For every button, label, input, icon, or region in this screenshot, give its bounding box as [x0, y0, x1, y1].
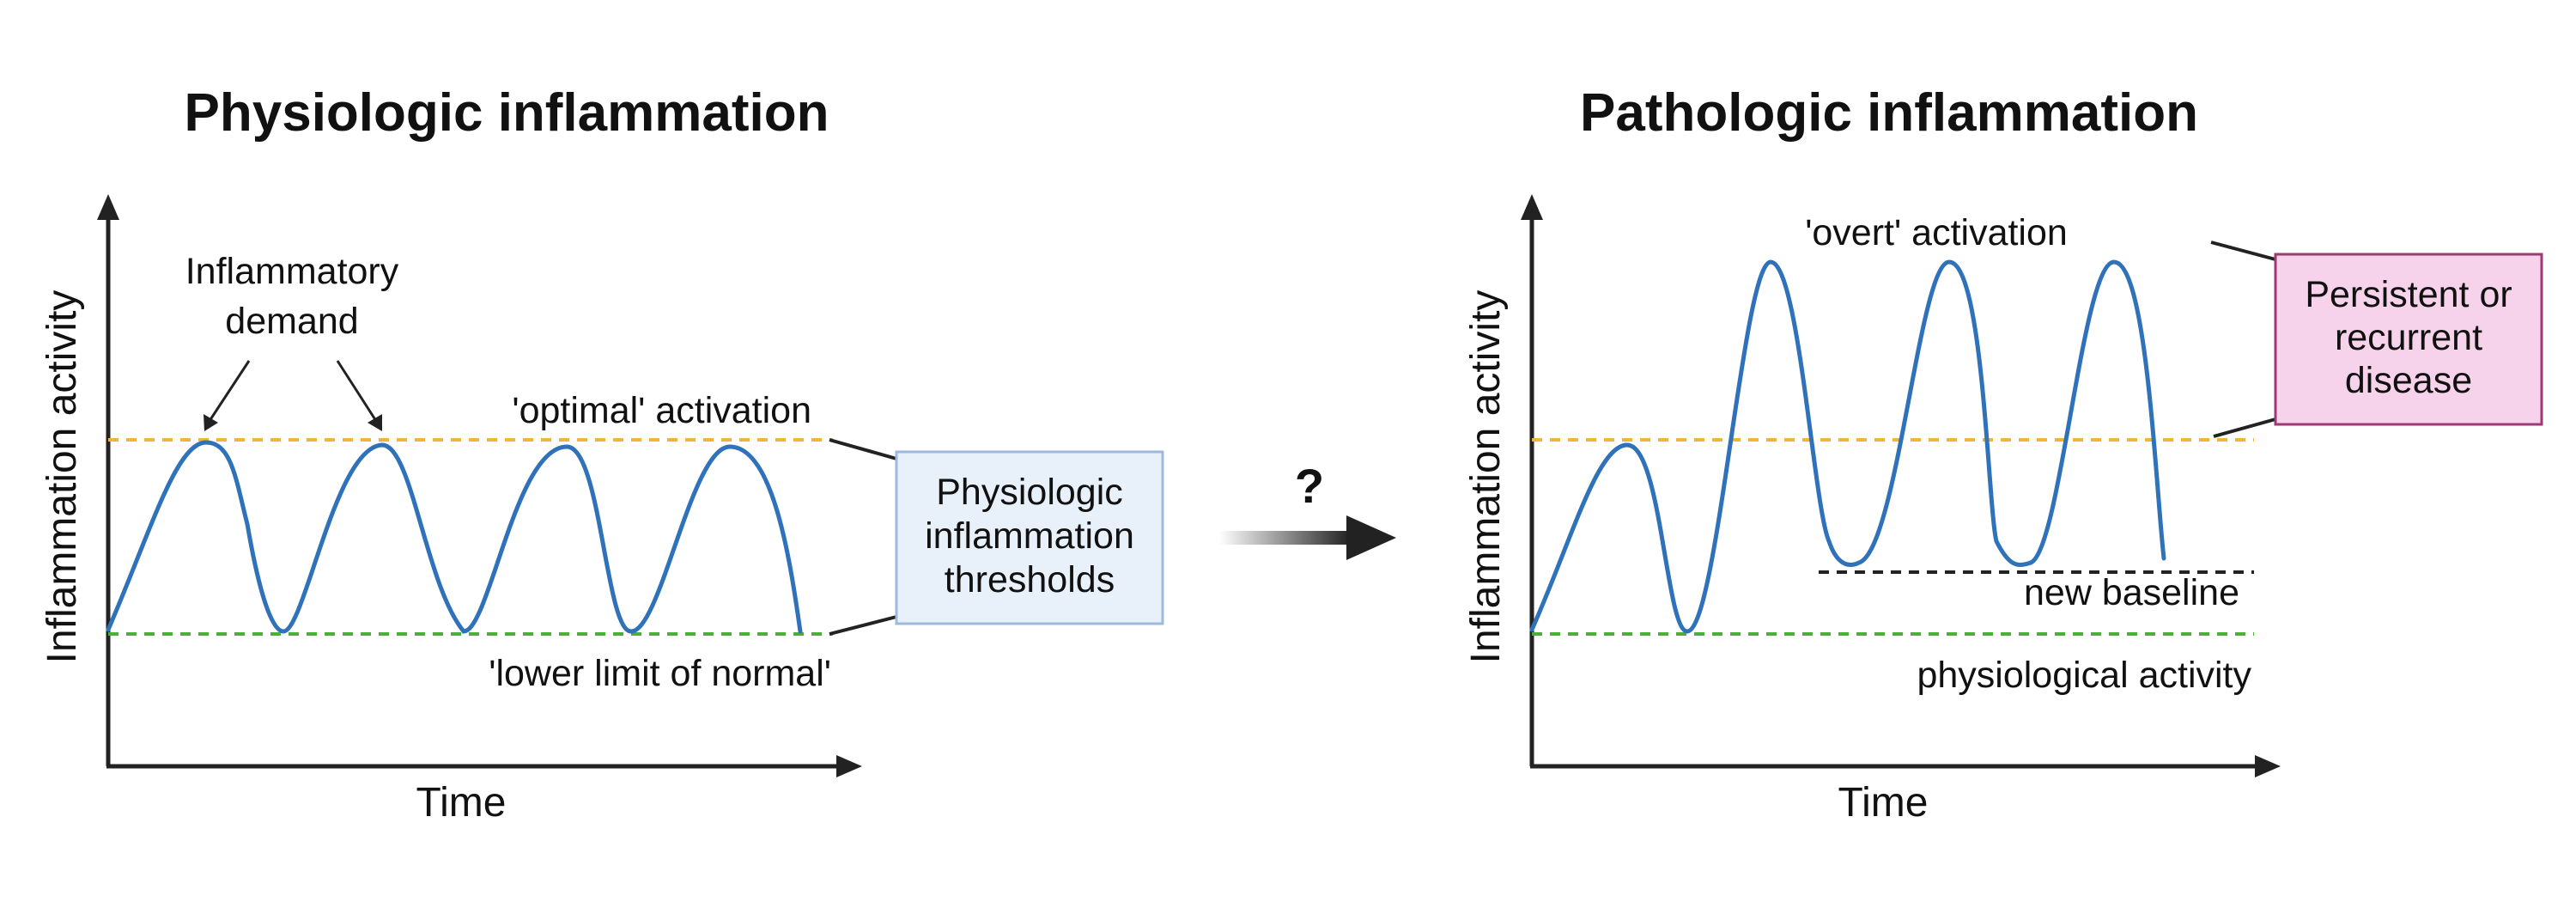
question-mark: ?	[1295, 459, 1324, 513]
persistent-disease-box	[2274, 253, 2543, 426]
right-x-axis-arrowhead	[2255, 755, 2281, 777]
right-y-axis-label: Inflammation activity	[1463, 290, 1509, 664]
threshold-connector-upper	[829, 438, 897, 460]
physiologic-curve	[106, 440, 803, 634]
left-panel: Physiologic inflammation Inflammation ac…	[39, 83, 1164, 826]
right-y-axis-arrowhead	[1521, 194, 1543, 220]
left-x-axis-label: Time	[416, 780, 507, 826]
left-panel-title: Physiologic inflammation	[185, 83, 829, 143]
left-y-axis-arrowhead	[97, 194, 119, 220]
threshold-connector-lower	[829, 615, 897, 636]
new-baseline-label: new baseline	[2024, 572, 2239, 613]
pathologic-curve	[1529, 259, 2166, 634]
physiologic-thresholds-box-line2: inflammation	[925, 515, 1134, 557]
inflammatory-demand-label-line1: Inflammatory	[185, 251, 399, 292]
physiologic-thresholds-box-line3: thresholds	[945, 559, 1115, 600]
persistent-disease-box-line1: Persistent or	[2305, 274, 2512, 315]
persistent-disease-box-line3: disease	[2345, 360, 2472, 401]
physiologic-thresholds-box	[895, 450, 1164, 625]
right-x-axis-label: Time	[1838, 780, 1929, 826]
demand-pointer-1	[208, 360, 251, 422]
right-panel: Pathologic inflammation Inflammation act…	[1463, 83, 2543, 826]
right-axes	[1521, 194, 2281, 777]
disease-connector-upper	[2210, 241, 2276, 261]
transition-arrow-shaft	[1219, 531, 1350, 545]
physiologic-thresholds-box-line1: Physiologic	[936, 472, 1123, 513]
inflammatory-demand-label-line2: demand	[225, 301, 358, 342]
optimal-activation-label: 'optimal' activation	[512, 390, 811, 431]
persistent-disease-box-line2: recurrent	[2335, 317, 2482, 358]
demand-pointer-2-arrowhead	[368, 414, 382, 431]
left-x-axis-arrowhead	[836, 755, 862, 777]
left-axes	[97, 194, 862, 777]
transition-arrow-group: ?	[1219, 459, 1396, 560]
transition-arrowhead	[1346, 515, 1396, 560]
left-y-axis-label: Inflammation activity	[39, 290, 85, 664]
demand-pointer-1-arrowhead	[204, 414, 218, 431]
overt-activation-label: 'overt' activation	[1805, 212, 2068, 253]
right-panel-title: Pathologic inflammation	[1580, 83, 2198, 143]
disease-connector-lower	[2213, 417, 2276, 438]
demand-pointer-2	[336, 360, 378, 422]
physiological-activity-label: physiological activity	[1917, 655, 2251, 696]
lower-limit-label: 'lower limit of normal'	[489, 653, 831, 694]
